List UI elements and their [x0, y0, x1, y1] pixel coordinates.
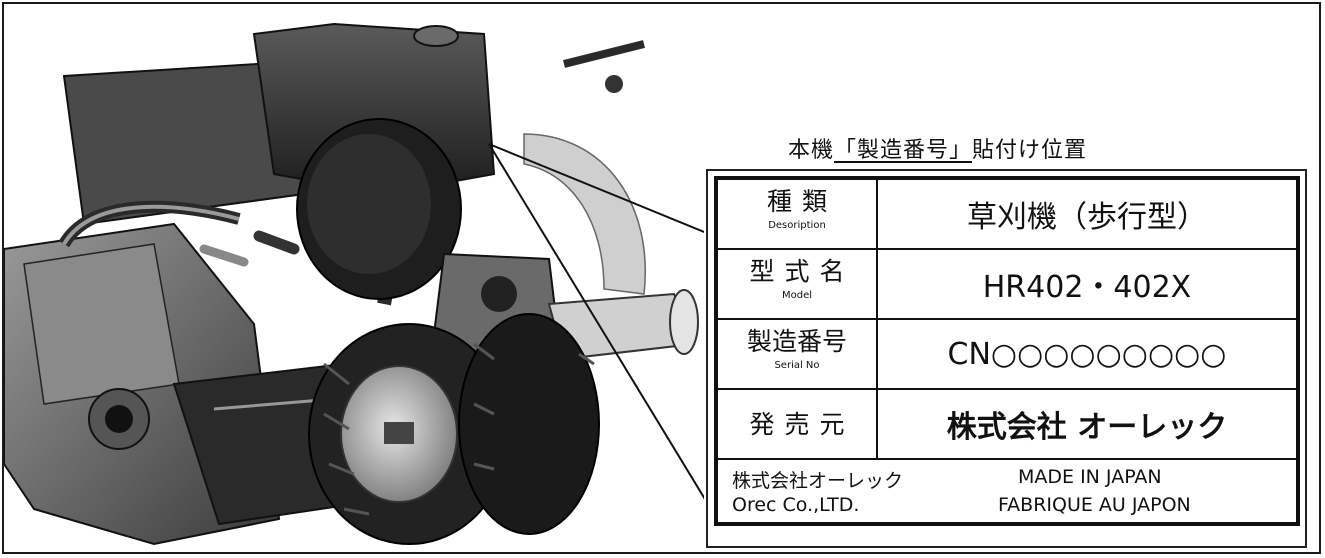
row-label-cell: 種類 Desoription	[718, 180, 878, 248]
row-label: 種類	[766, 187, 837, 216]
row-label-cell: 型式名 Model	[718, 250, 878, 318]
footer-fabrique: FABRIQUE AU JAPON	[998, 494, 1191, 516]
footer-company-en: Orec Co.,LTD.	[732, 494, 860, 516]
caption-prefix: 本機	[788, 138, 835, 163]
plate-footer: 株式会社オーレック MADE IN JAPAN Orec Co.,LTD. FA…	[718, 460, 1296, 522]
serial-nameplate: 種類 Desoription 草刈機（歩行型） 型式名 Model HR402・…	[714, 176, 1300, 526]
row-label-cell: 製造番号 Serial No	[718, 320, 878, 388]
plate-row-type: 種類 Desoription 草刈機（歩行型）	[718, 180, 1296, 250]
row-label: 製造番号	[746, 327, 847, 356]
row-label: 型式名	[749, 257, 855, 286]
mower-illustration	[4, 22, 704, 546]
row-sublabel: Desoription	[768, 220, 826, 231]
plate-row-seller: 発売元 株式会社 オーレック	[718, 390, 1296, 460]
row-label: 発売元	[749, 410, 855, 439]
footer-company-jp: 株式会社オーレック	[732, 470, 904, 492]
row-value: 株式会社 オーレック	[946, 410, 1228, 445]
caption-suffix: 貼付け位置	[972, 138, 1088, 163]
row-label-cell: 発売元	[718, 390, 878, 458]
plate-row-serial: 製造番号 Serial No CN○○○○○○○○○	[718, 320, 1296, 390]
row-value: HR402・402X	[982, 270, 1192, 305]
caption-underlined: 「製造番号」	[834, 138, 973, 163]
label-position-caption: 本機「製造番号」貼付け位置	[788, 132, 1087, 164]
row-value: CN○○○○○○○○○	[947, 336, 1227, 372]
row-sublabel: Serial No	[774, 360, 820, 371]
row-sublabel: Model	[781, 290, 813, 301]
row-value: 草刈機（歩行型）	[967, 200, 1207, 235]
footer-made-in: MADE IN JAPAN	[1018, 466, 1162, 488]
plate-row-model: 型式名 Model HR402・402X	[718, 250, 1296, 320]
